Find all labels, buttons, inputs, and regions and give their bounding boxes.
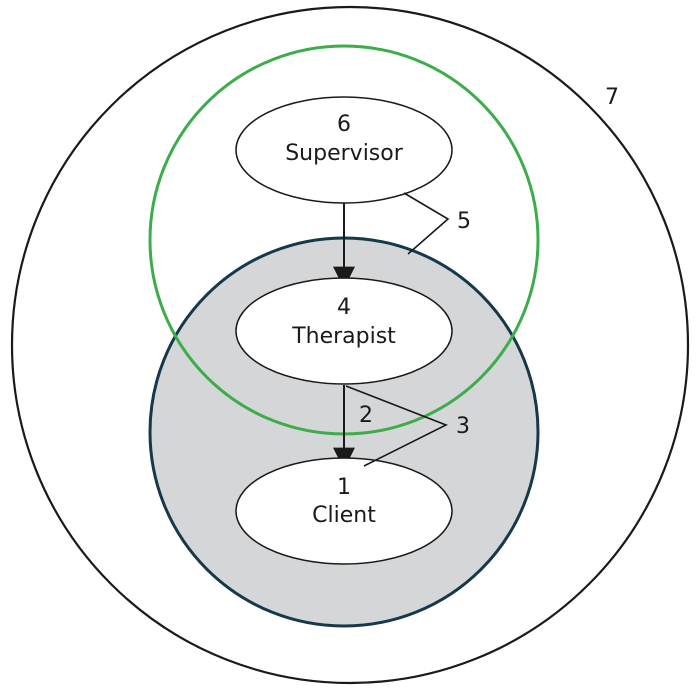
supervisory-relationship-bracket [403,192,450,255]
supervisory-relationship-label: 5 [457,209,471,234]
supervisor-number: 6 [337,112,351,137]
client-ellipse [235,457,453,565]
therapist-number: 4 [337,295,351,320]
client-number: 1 [337,475,351,500]
supervisor-ellipse [235,96,453,204]
therapist-label: Therapist [291,324,396,349]
context-label: 7 [605,85,619,110]
parallel-process-label: 3 [456,414,470,439]
therapist-ellipse [235,277,453,385]
supervisor-label: Supervisor [285,141,404,166]
parallel-process-bracket [345,385,448,467]
client-label: Client [312,503,376,528]
therapist-client-arrow-label: 2 [359,403,373,428]
